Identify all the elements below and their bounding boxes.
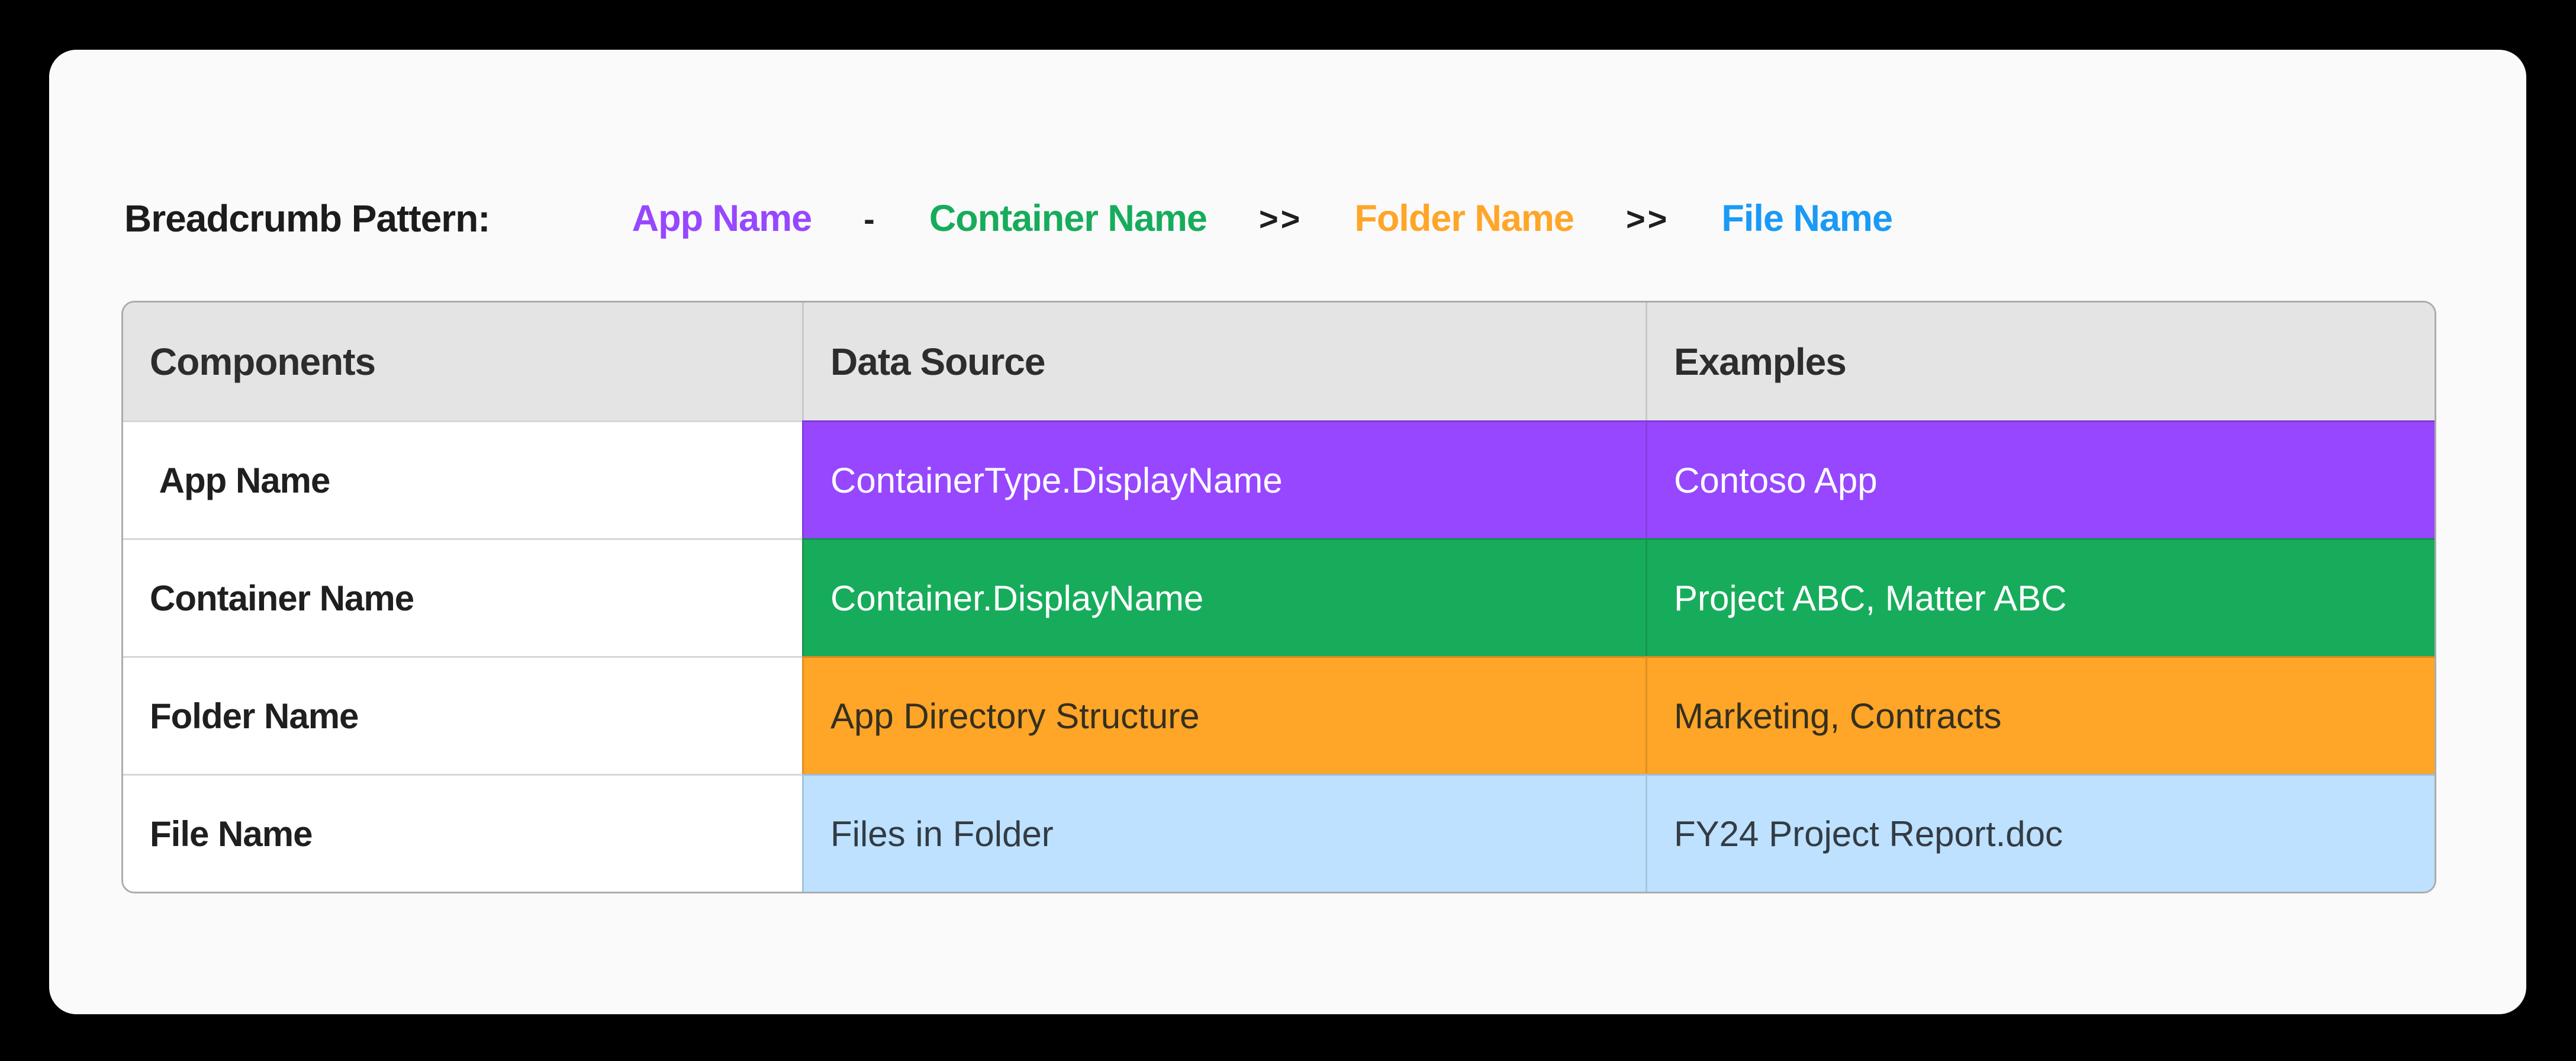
cell-container-name-example: Project ABC, Matter ABC	[1646, 538, 2435, 656]
cell-container-name-data-source: Container.DisplayName	[802, 538, 1646, 656]
cell-folder-name-component: Folder Name	[123, 656, 802, 774]
breadcrumb-item-file-name: File Name	[1721, 198, 1893, 239]
breadcrumb-item-container-name: Container Name	[929, 198, 1208, 239]
cell-folder-name-data-source: App Directory Structure	[802, 656, 1646, 774]
cell-app-name-component: App Name	[123, 420, 802, 538]
breadcrumb-pattern-label: Breadcrumb Pattern:	[124, 197, 491, 240]
column-header-components: Components	[123, 303, 802, 420]
breadcrumb-separator-chevrons-2: >>	[1625, 200, 1670, 237]
breadcrumb: Breadcrumb Pattern: App Name - Container…	[124, 192, 1893, 245]
breadcrumb-items: App Name - Container Name >> Folder Name…	[632, 197, 1893, 240]
cell-folder-name-example: Marketing, Contracts	[1646, 656, 2435, 774]
cell-container-name-component: Container Name	[123, 538, 802, 656]
cell-file-name-example: FY24 Project Report.doc	[1646, 774, 2435, 892]
cell-app-name-data-source: ContainerType.DisplayName	[802, 420, 1646, 538]
column-header-examples: Examples	[1646, 303, 2435, 420]
components-table: Components Data Source Examples App Name…	[121, 301, 2436, 893]
breadcrumb-separator-dash: -	[864, 200, 877, 237]
cell-file-name-data-source: Files in Folder	[802, 774, 1646, 892]
breadcrumb-separator-chevrons-1: >>	[1258, 200, 1303, 237]
breadcrumb-item-folder-name: Folder Name	[1354, 198, 1574, 239]
cell-app-name-example: Contoso App	[1646, 420, 2435, 538]
cell-file-name-component: File Name	[123, 774, 802, 892]
column-header-data-source: Data Source	[802, 303, 1646, 420]
diagram-card: Breadcrumb Pattern: App Name - Container…	[49, 50, 2526, 1014]
breadcrumb-item-app-name: App Name	[632, 198, 813, 239]
